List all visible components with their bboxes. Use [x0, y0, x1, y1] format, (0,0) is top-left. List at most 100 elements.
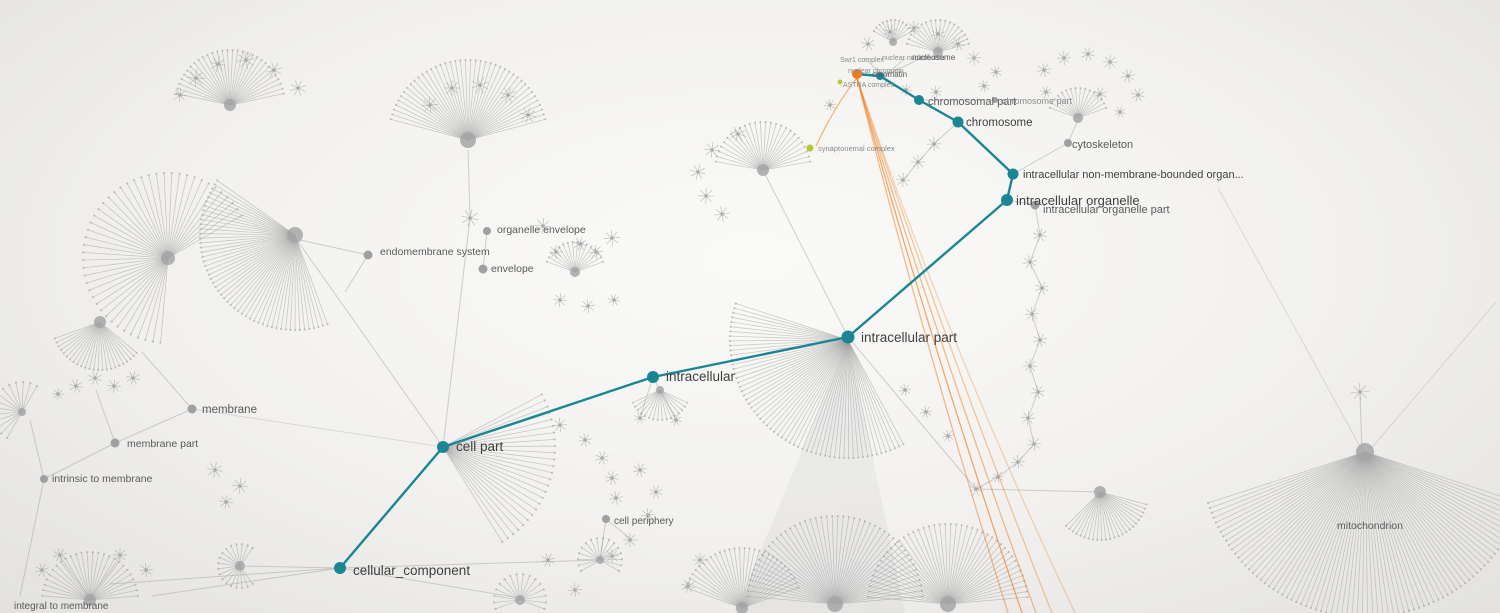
star-layer: [35, 20, 1370, 598]
term-label[interactable]: intracellular organelle part: [1043, 204, 1170, 216]
graph-edge: [191, 408, 444, 448]
term-label[interactable]: synaptonemal complex: [818, 144, 895, 153]
term-label[interactable]: chromosome part: [1002, 96, 1073, 106]
term-label[interactable]: endomembrane system: [380, 246, 490, 258]
node-match-term[interactable]: [806, 144, 814, 152]
leaf-node-burst: [207, 462, 223, 478]
leaf-node-burst: [461, 209, 479, 227]
leaf-node-burst: [172, 87, 188, 103]
node-membrane-part[interactable]: [110, 438, 120, 448]
node-organelle-envelope[interactable]: [483, 227, 491, 235]
leaf-node-burst: [51, 387, 65, 401]
leaf-node-burst: [471, 76, 489, 94]
node-intracellular-organelle[interactable]: [1001, 194, 1013, 206]
node-cellular-component[interactable]: [334, 562, 346, 574]
term-label[interactable]: cell periphery: [614, 516, 673, 527]
term-label[interactable]: chromosome: [966, 117, 1032, 129]
edge-bundle: [735, 340, 905, 613]
term-label[interactable]: nucleosome: [912, 53, 956, 62]
term-label[interactable]: organelle envelope: [497, 224, 586, 236]
node-chromosomal-part[interactable]: [914, 95, 924, 105]
term-label[interactable]: intracellular part: [861, 330, 957, 345]
leaf-node-burst: [35, 563, 49, 577]
term-label[interactable]: cellular_component: [353, 563, 470, 578]
leaf-cluster: [576, 537, 624, 573]
leaf-node-burst: [580, 298, 596, 314]
graph-edge: [1027, 417, 1035, 445]
term-label[interactable]: intracellular organelle: [1016, 193, 1140, 208]
term-label[interactable]: cell part: [456, 439, 504, 454]
selected-path-layer: [339, 72, 1015, 569]
node-highlighted-term[interactable]: [852, 69, 862, 79]
leaf-node-burst: [219, 495, 233, 509]
node-endomembrane-system[interactable]: [363, 250, 373, 260]
graph-edge: [997, 461, 1019, 478]
leaf-node-burst: [1081, 47, 1095, 61]
graph-edge: [344, 254, 369, 293]
leaf-cluster: [389, 58, 547, 148]
graph-edge: [141, 351, 193, 410]
node-match-term[interactable]: [837, 79, 843, 85]
leaf-node-burst: [186, 68, 206, 88]
node-intracellular-part[interactable]: [841, 330, 855, 344]
leaf-node-burst: [697, 187, 715, 205]
term-label[interactable]: membrane part: [127, 438, 198, 450]
leaf-node-burst: [1035, 281, 1049, 295]
node-cell-part[interactable]: [437, 441, 449, 453]
graph-edge: [1067, 119, 1079, 144]
term-label[interactable]: nuclear chromatin: [848, 68, 904, 75]
node-cytoskeleton[interactable]: [1064, 139, 1072, 147]
ancestor-path-edge: [856, 77, 1053, 613]
term-label[interactable]: intracellular non-membrane-bounded organ…: [1023, 169, 1244, 181]
node-intrinsic-to-membrane[interactable]: [40, 475, 48, 483]
term-label[interactable]: envelope: [491, 263, 534, 275]
leaf-node-burst: [552, 417, 568, 433]
leaf-node-burst: [53, 548, 67, 562]
leaf-node-burst: [861, 37, 875, 51]
leaf-node-burst: [548, 244, 564, 260]
leaf-node-burst: [1037, 63, 1051, 77]
leaf-node-burst: [578, 433, 592, 447]
node-intracellular[interactable]: [647, 371, 659, 383]
term-label[interactable]: integral to membrane: [14, 601, 109, 612]
leaf-node-burst: [704, 142, 720, 158]
term-label[interactable]: intrinsic to membrane: [52, 473, 153, 485]
node-cell-periphery[interactable]: [602, 515, 610, 523]
ancestor-path-edge: [815, 77, 858, 147]
term-label[interactable]: Swr1 complex: [840, 57, 884, 64]
node-chromatin-junction[interactable]: [876, 72, 884, 80]
leaf-node-burst: [1056, 50, 1072, 66]
node-envelope[interactable]: [478, 264, 488, 274]
node-membrane[interactable]: [187, 404, 197, 414]
leaf-node-burst: [595, 451, 609, 465]
ancestor-path-edge: [856, 77, 1076, 613]
term-label[interactable]: intracellular: [666, 369, 736, 384]
leaf-node-burst: [421, 96, 439, 114]
term-label[interactable]: chromosomal part: [928, 96, 1016, 108]
term-label[interactable]: membrane: [202, 404, 257, 416]
beam-layer: [735, 340, 905, 613]
graph-edge: [482, 230, 488, 270]
node-chromosome-part[interactable]: [992, 97, 998, 103]
leaf-node-burst: [1024, 306, 1040, 322]
node-intracellular-organelle-part[interactable]: [1030, 200, 1040, 210]
leaf-node-burst: [567, 582, 583, 598]
term-label[interactable]: nuclear nucleosome: [882, 55, 945, 62]
node-intracellular-nmb-organelle[interactable]: [1007, 168, 1019, 180]
leaf-node-burst: [895, 172, 911, 188]
term-label[interactable]: mitochondrion: [1337, 520, 1403, 532]
term-label[interactable]: cytoskeleton: [1072, 139, 1133, 151]
graph-edge: [1034, 204, 1041, 236]
term-label[interactable]: chromatin: [872, 70, 907, 79]
leaf-cluster: [684, 546, 800, 613]
graph-edge: [1029, 365, 1039, 393]
leaf-node-burst: [929, 85, 943, 99]
leaf-node-burst: [608, 294, 620, 306]
leaf-node-burst: [899, 384, 911, 396]
leaf-node-burst: [520, 107, 536, 123]
term-label[interactable]: ASTRA complex: [843, 82, 894, 89]
node-chromosome[interactable]: [952, 116, 964, 128]
graph-edge: [1029, 234, 1041, 263]
